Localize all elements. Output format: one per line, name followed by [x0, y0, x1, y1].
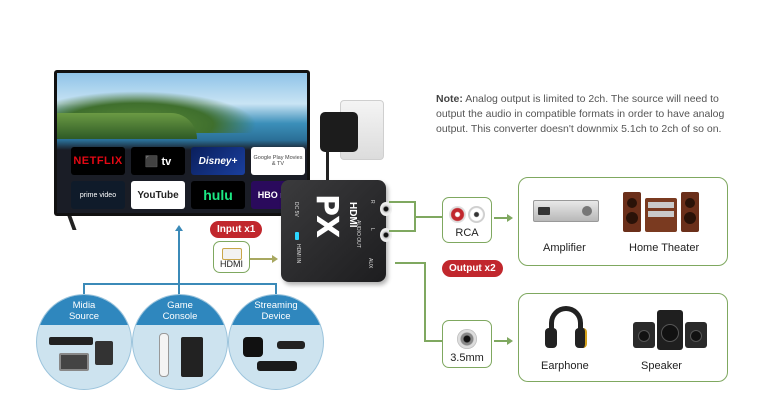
- television: NETFLIX ⬛ tv Disney+ Google Play Movies …: [54, 70, 310, 216]
- disney-plus-tile: Disney+: [191, 147, 245, 175]
- source-media-caption-line2: Source: [68, 311, 100, 322]
- tv-screen: NETFLIX ⬛ tv Disney+ Google Play Movies …: [57, 73, 307, 213]
- 3-5mm-jack-icon: [457, 329, 477, 349]
- rca-to-panel-line: [494, 217, 508, 219]
- dvd-player-icon: [49, 337, 93, 345]
- hdmi-link-arrow: [272, 255, 278, 263]
- converter-box: PX HDMI DC 5V HDMI IN AUX R L AUDIO OUT: [281, 180, 392, 282]
- rca-link-bottom: [389, 230, 416, 232]
- source-streaming-caption-line2: Device: [261, 311, 291, 322]
- hulu-tile: hulu: [191, 181, 245, 209]
- xbox-console-icon: [181, 337, 203, 377]
- tv-app-grid: NETFLIX ⬛ tv Disney+ Google Play Movies …: [71, 147, 305, 209]
- source-streaming-caption: Streaming Device: [229, 295, 323, 325]
- aux-link-down: [424, 262, 426, 342]
- input-badge: Input x1: [210, 221, 263, 238]
- rca-red-jack-icon: [449, 206, 466, 223]
- output-panel-aux: Earphone Speaker: [518, 293, 728, 382]
- media-box-icon: [95, 341, 113, 365]
- note-text: Note: Analog output is limited to 2ch. T…: [436, 92, 736, 137]
- jack-to-panel-line: [494, 340, 508, 342]
- laptop-icon: [59, 353, 89, 371]
- source-link-right-drop: [275, 283, 277, 297]
- port-label-l: L: [369, 228, 375, 231]
- netflix-tile: NETFLIX: [71, 147, 125, 175]
- port-label-hdmi-in: HDMI IN: [295, 244, 301, 264]
- power-adapter: [320, 112, 358, 152]
- jack-port-box: 3.5mm: [442, 320, 492, 368]
- source-media-caption-line1: Midia: [72, 300, 96, 311]
- subwoofer-icon: [657, 310, 683, 350]
- rca-to-panel-arrow: [507, 214, 513, 222]
- apple-tv-tile: ⬛ tv: [131, 147, 185, 175]
- hdmi-port-label: HDMI: [220, 259, 243, 269]
- apple-tv-box-icon: [243, 337, 263, 357]
- source-game-circle: Game Console: [132, 294, 228, 390]
- rca-port-right: [380, 202, 392, 216]
- headphone-right-cup-icon: [575, 328, 587, 348]
- output-badge: Output x2: [442, 260, 503, 277]
- speaker-right-icon: [685, 322, 707, 348]
- source-streaming-circle: Streaming Device: [228, 294, 324, 390]
- source-link-vertical: [178, 231, 180, 297]
- rca-white-jack-icon: [468, 206, 485, 223]
- ps5-console-icon: [159, 333, 169, 377]
- status-led: [295, 232, 299, 240]
- note-body: Analog output is limited to 2ch. The sou…: [436, 93, 725, 135]
- home-theater-label: Home Theater: [629, 242, 700, 254]
- rca-port-label: RCA: [455, 227, 479, 239]
- tv-stand-left: [67, 216, 77, 230]
- power-cable: [326, 150, 329, 182]
- source-game-caption-line1: Game: [167, 300, 193, 311]
- converter-logo: PX: [309, 194, 344, 238]
- headphone-band-icon: [549, 306, 583, 340]
- source-streaming-caption-line1: Streaming: [254, 300, 298, 311]
- prime-video-tile: prime video: [71, 181, 125, 209]
- port-label-r: R: [369, 200, 375, 204]
- rca-port-box: RCA: [442, 197, 492, 243]
- google-play-tile: Google Play Movies & TV: [251, 147, 305, 175]
- source-game-caption-line2: Console: [162, 311, 198, 322]
- hdmi-link-line: [250, 258, 274, 260]
- earphone-label: Earphone: [541, 360, 589, 372]
- port-label-aux: AUX: [367, 258, 373, 269]
- speaker-label: Speaker: [641, 360, 682, 372]
- converter-model-word: HDMI: [347, 202, 358, 228]
- jack-port-label: 3.5mm: [450, 352, 484, 364]
- home-theater-speaker-left-icon: [623, 192, 641, 232]
- fire-tv-stick-icon: [257, 361, 297, 371]
- source-link-arrow: [175, 225, 183, 231]
- hdmi-connector-icon: [222, 248, 242, 260]
- home-theater-speaker-right-icon: [681, 192, 699, 232]
- jack-to-panel-arrow: [507, 337, 513, 345]
- rca-link-top: [389, 201, 416, 203]
- aux-link-out: [424, 340, 442, 342]
- youtube-tile: YouTube: [131, 181, 185, 209]
- source-link-left-drop: [83, 283, 85, 297]
- amplifier-icon: [533, 200, 599, 222]
- source-link-horizontal: [83, 283, 277, 285]
- note-prefix: Note:: [436, 93, 463, 105]
- amplifier-label: Amplifier: [543, 242, 586, 254]
- roku-stick-icon: [277, 341, 305, 349]
- hdmi-port-box: HDMI: [213, 241, 250, 273]
- port-label-dc: DC 5V: [293, 202, 299, 217]
- tv-landscape-land: [57, 113, 197, 139]
- output-panel-analog: Amplifier Home Theater: [518, 177, 728, 266]
- source-media-circle: Midia Source: [36, 294, 132, 390]
- speaker-left-icon: [633, 322, 655, 348]
- aux-link-top: [395, 262, 425, 264]
- port-label-audio-out: AUDIO OUT: [355, 220, 361, 248]
- home-theater-receiver-icon: [645, 198, 677, 232]
- headphone-left-cup-icon: [545, 328, 557, 348]
- source-media-caption: Midia Source: [37, 295, 131, 325]
- rca-link-out: [414, 216, 442, 218]
- source-game-caption: Game Console: [133, 295, 227, 325]
